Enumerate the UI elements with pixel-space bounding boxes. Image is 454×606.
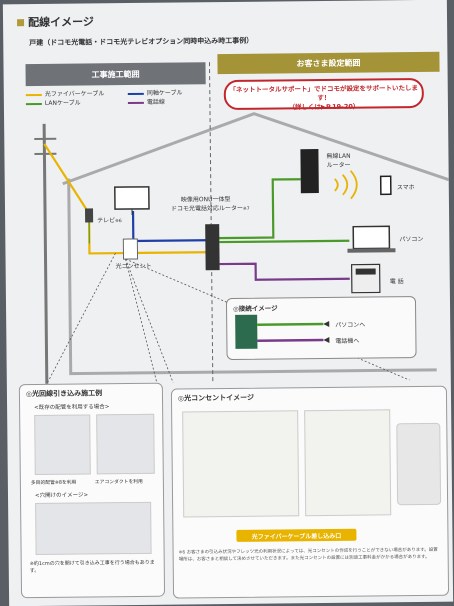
smartphone-icon xyxy=(381,176,391,194)
panel-a-sub2: <穴開けのイメージ> xyxy=(35,490,88,499)
aircon-duct-photo xyxy=(96,414,155,475)
optical-outlet-icon xyxy=(123,239,137,259)
router-label: ドコモ光電話対応ルーター※7 xyxy=(171,203,250,213)
footnote: ※6 お客さまの引込み状況やフレッツ光の利用状況によっては、光コンセントの作成を… xyxy=(179,548,441,564)
outlet-photo-1 xyxy=(182,410,299,517)
phone-label: 電 話 xyxy=(390,276,404,285)
lan-cable-pc xyxy=(219,241,349,242)
panel-a-sub1: <既存の配管を利用する場合> xyxy=(34,402,109,411)
fiber-cable xyxy=(44,143,125,254)
fiber-insert-label: 光ファイバーケーブル差し込み口 xyxy=(236,529,356,542)
smartphone-label: スマホ xyxy=(397,182,415,191)
panel-a-note: ※約1cmの穴を開けて引き込み工事を行う場合もあります。 xyxy=(30,560,158,575)
onu-router-icon xyxy=(205,224,219,270)
cap-aircon: エアコンダクトを利用 xyxy=(95,478,143,486)
to-pc-label: パソコンへ xyxy=(335,320,365,329)
connection-diagram xyxy=(227,297,418,361)
tv-icon xyxy=(115,187,149,209)
coax-cable xyxy=(133,210,215,241)
hole-image-photo xyxy=(35,502,152,555)
pc-label: パソコン xyxy=(399,234,423,243)
multi-pipe-photo xyxy=(34,414,91,475)
outlet-photo-3 xyxy=(396,423,441,505)
utility-pole xyxy=(44,124,47,384)
connection-image-box: ◎接続イメージ パソコンへ 電話機へ xyxy=(226,296,417,360)
outlet-photo-2 xyxy=(304,409,391,516)
house-roof xyxy=(62,112,449,184)
wall-entry-box xyxy=(85,208,93,222)
outlet-label: 光コンセント xyxy=(116,261,152,270)
wlan-router-icon xyxy=(300,149,318,193)
tv-label: テレビ※6 xyxy=(97,215,122,224)
wifi-wave-icon xyxy=(335,171,357,199)
to-phone-label: 電話機へ xyxy=(335,336,359,345)
port-panel-icon xyxy=(235,315,257,349)
wlan-router-label: 無線LAN ルーター xyxy=(326,151,350,169)
range-divider xyxy=(209,62,212,382)
phone-cable xyxy=(220,263,350,280)
pc-icon xyxy=(353,226,389,248)
panel-a-title: ◎光回線引き込み施工例 xyxy=(26,388,102,399)
document-page: 配線イメージ 戸建（ドコモ光電話・ドコモ光テレビオプション同時申込み時工事例） … xyxy=(3,0,453,606)
optical-outlet-panel: ◎光コンセントイメージ xyxy=(171,386,449,599)
panel-b-title: ◎光コンセントイメージ xyxy=(178,393,254,404)
cap-multi-pipe: 多目的配管※8を利用 xyxy=(31,479,77,486)
installation-example-panel: ◎光回線引き込み施工例 <既存の配管を利用する場合> 多目的配管※8を利用 エア… xyxy=(19,383,165,598)
